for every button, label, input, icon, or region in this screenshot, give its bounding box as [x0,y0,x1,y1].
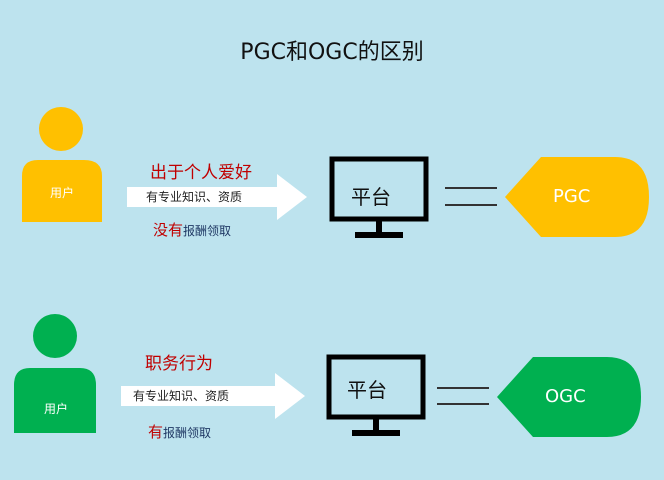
diagram-title: PGC和OGC的区别 [240,40,424,65]
user-head [39,107,83,151]
link-line-top [445,187,497,189]
pgc-tag [505,157,649,237]
tag-label-ogc: OGC [545,386,586,407]
motivation-text: 出于个人爱好 [150,163,252,183]
platform-label: 平台 [347,378,387,402]
link-line-top [437,387,489,389]
flow-arrow [127,174,307,220]
user-head [33,314,77,358]
link-line-bottom [445,204,497,206]
tag-label-pgc: PGC [553,186,591,207]
user-icon-ogc [14,314,96,433]
reward-prefix: 有 [148,423,164,441]
user-body [22,160,102,222]
arrow-text: 有专业知识、资质 [146,190,243,204]
reward-suffix: 报酬领取 [183,224,232,238]
ogc-tag [497,357,641,437]
user-body [14,368,96,433]
flow-arrow [121,373,305,419]
reward-text: 没有报酬领取 [153,219,231,240]
platform-label: 平台 [351,185,391,209]
reward-prefix: 没有 [153,221,184,239]
monitor-icon [329,156,429,238]
reward-text: 有报酬领取 [148,421,211,442]
motivation-text: 职务行为 [145,354,213,374]
link-line-bottom [437,403,489,405]
user-icon-pgc [22,107,102,222]
arrow-text: 有专业知识、资质 [133,389,230,403]
reward-suffix: 报酬领取 [163,426,212,440]
user-label: 用户 [43,402,68,416]
user-label: 用户 [49,186,74,200]
monitor-icon [326,354,426,436]
